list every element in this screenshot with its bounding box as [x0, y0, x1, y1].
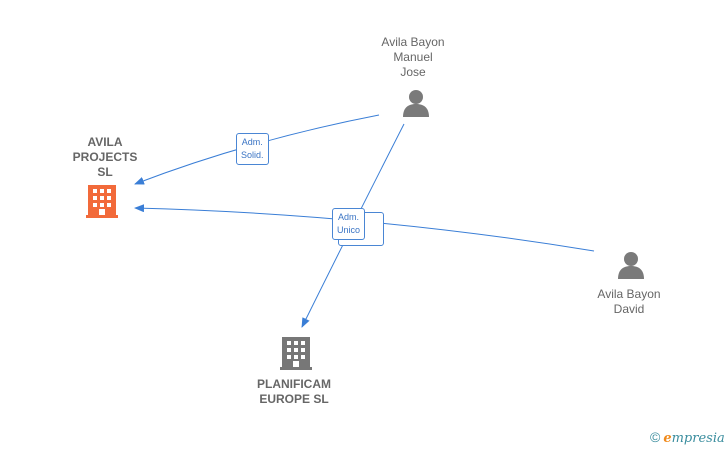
- person-icon[interactable]: [403, 90, 429, 117]
- copyright-icon: ©: [650, 429, 661, 445]
- person-icon[interactable]: [618, 252, 644, 279]
- person-label-manuel-jose[interactable]: Avila Bayon Manuel Jose: [381, 35, 445, 79]
- company-label-avila-projects[interactable]: AVILA PROJECTS SL: [72, 135, 138, 179]
- relation-badge-adm-solid[interactable]: Adm. Solid.: [236, 133, 269, 165]
- relation-badge-adm-unico[interactable]: Adm. Unico: [332, 208, 366, 240]
- building-icon[interactable]: [280, 337, 312, 370]
- company-label-planificam[interactable]: PLANIFICAM EUROPE SL: [257, 377, 331, 406]
- empresia-logo: ©empresia: [650, 429, 725, 446]
- person-label-david[interactable]: Avila Bayon David: [597, 287, 661, 316]
- building-icon[interactable]: [86, 185, 118, 218]
